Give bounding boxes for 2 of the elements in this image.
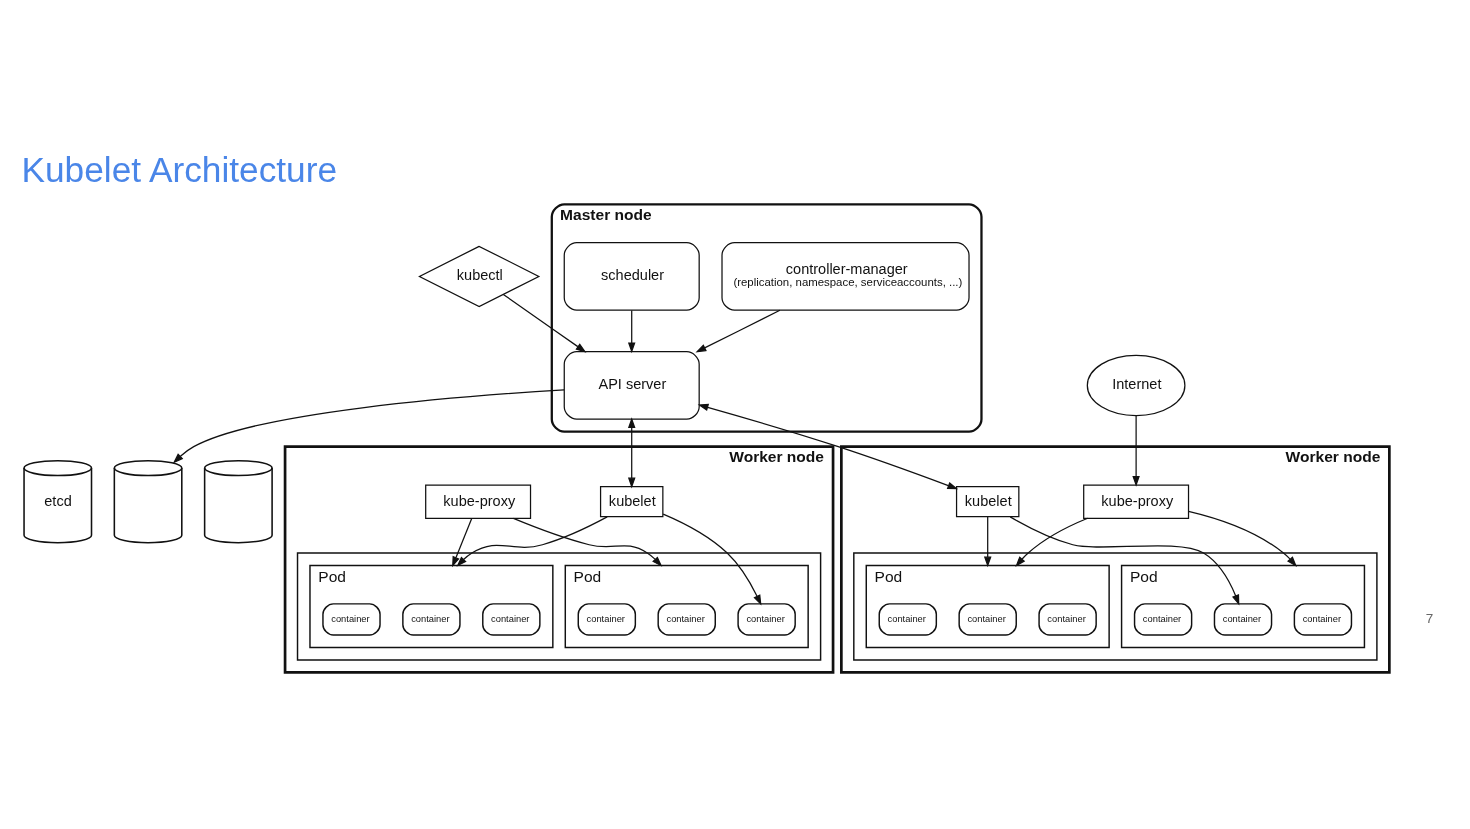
diagram-title: Kubelet Architecture: [20, 149, 337, 189]
label: 7: [1425, 610, 1433, 626]
